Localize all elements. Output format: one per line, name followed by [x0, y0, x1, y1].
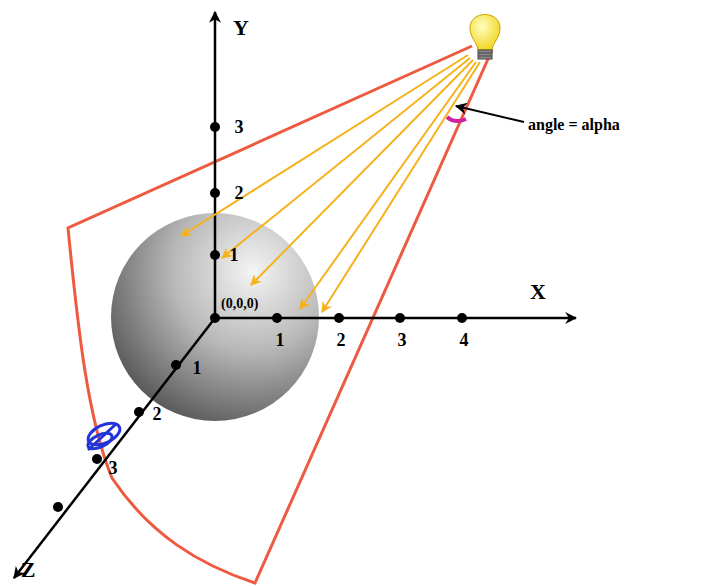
tick-number: 1 [230, 246, 239, 264]
tick-number: 3 [235, 118, 244, 136]
viewer-swirl [85, 419, 123, 452]
tick-number: 3 [109, 459, 118, 477]
tick-number: 2 [337, 331, 346, 349]
light-cone [68, 46, 492, 583]
tick-number: 2 [153, 405, 162, 423]
callout-arrow [456, 106, 524, 122]
tick-number: 1 [193, 359, 202, 377]
angle-arc [447, 117, 466, 121]
tick-number: 2 [235, 184, 244, 202]
axis-label: Z [21, 559, 36, 581]
light-bulb [470, 15, 500, 60]
tick-number: 4 [460, 331, 469, 349]
tick-number: 3 [398, 331, 407, 349]
origin-label: (0,0,0) [221, 297, 258, 311]
axis-label: X [530, 281, 546, 303]
light-rays [181, 55, 480, 312]
axes [14, 12, 576, 578]
tick-number: 1 [276, 331, 285, 349]
axis-label: Y [233, 17, 249, 39]
callout-text: angle = alpha [528, 117, 620, 133]
